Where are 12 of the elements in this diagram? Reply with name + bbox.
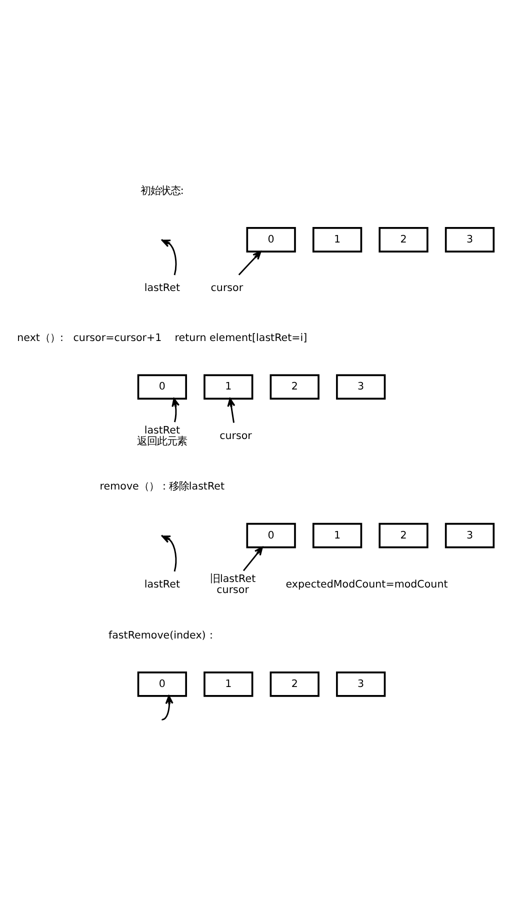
label: remove（）：移除lastRet	[100, 480, 225, 492]
node-text: 旧lastRet cursor	[210, 572, 256, 596]
node-label: 返回此元素	[137, 434, 188, 447]
node-text: cursor	[210, 282, 244, 294]
node-text: lastRet	[144, 424, 180, 436]
node-text: lastRet	[144, 578, 180, 590]
label: expectedModCount=modCount	[286, 578, 448, 590]
label: 初始状态:	[140, 184, 184, 196]
node-text: cursor	[220, 429, 252, 442]
label: next（）: cursor=cursor+1 return element[lastRet=i]	[17, 332, 308, 344]
node-text: lastRet	[144, 282, 180, 294]
label: fastRemove(index)：	[108, 628, 216, 641]
